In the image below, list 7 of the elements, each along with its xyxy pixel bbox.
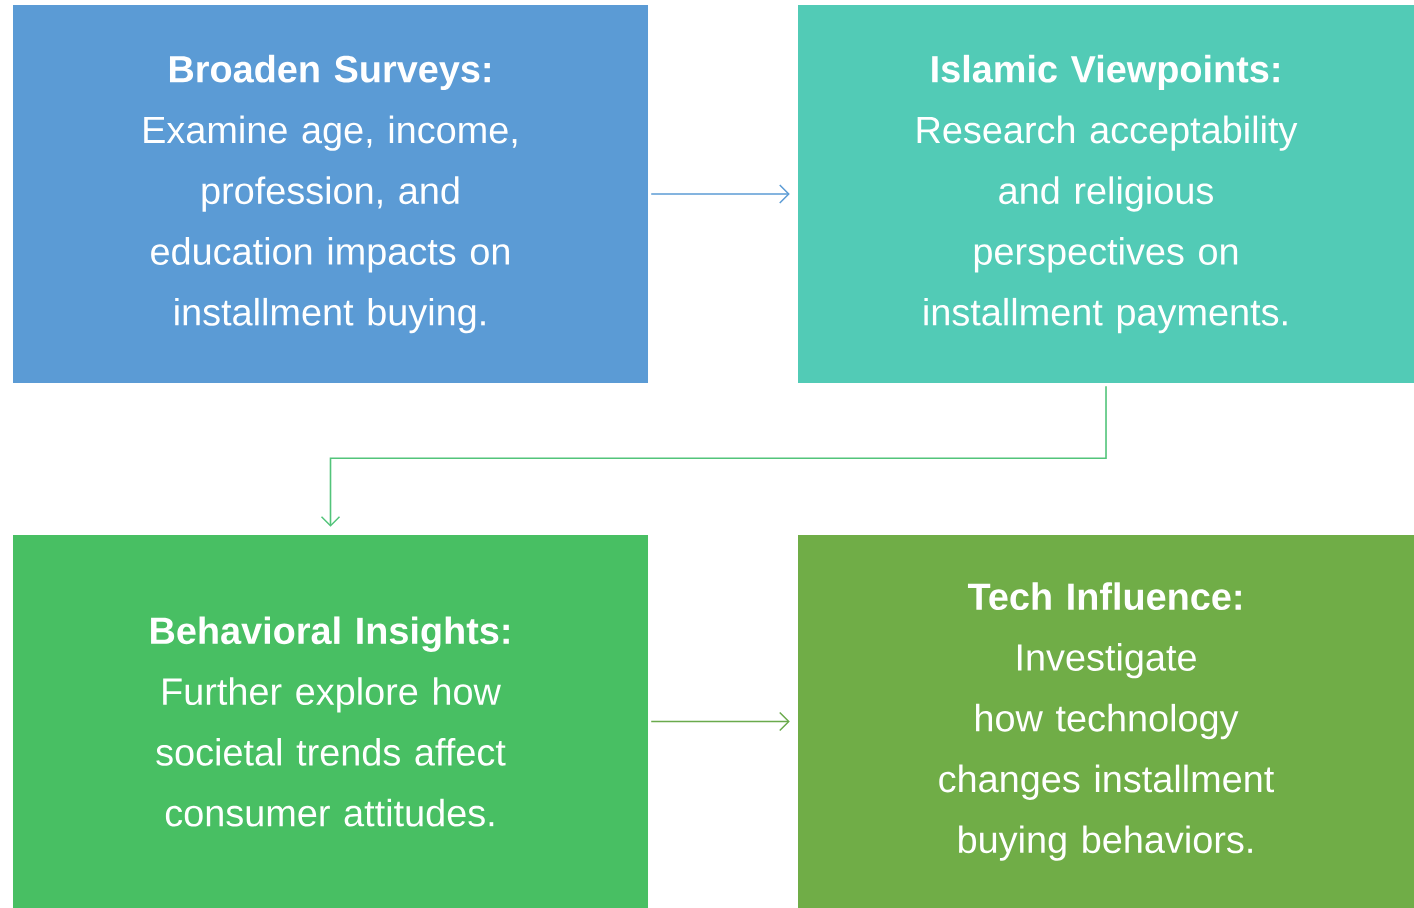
process-box: Tech Influence: Investigate how technology changes installment buying behaviors. bbox=[798, 535, 1414, 908]
process-box: Broaden Surveys: Examine age, income, profession, and education impacts on installment buying. bbox=[13, 5, 648, 383]
process-box: Behavioral Insights: Further explore how societal trends affect consumer attitudes. bbox=[13, 535, 648, 908]
process-box: Islamic Viewpoints: Research acceptability and religious perspectives on installment payments. bbox=[798, 5, 1414, 383]
arrow bbox=[650, 184, 790, 204]
arrow bbox=[320, 385, 1107, 527]
arrow bbox=[650, 711, 790, 732]
